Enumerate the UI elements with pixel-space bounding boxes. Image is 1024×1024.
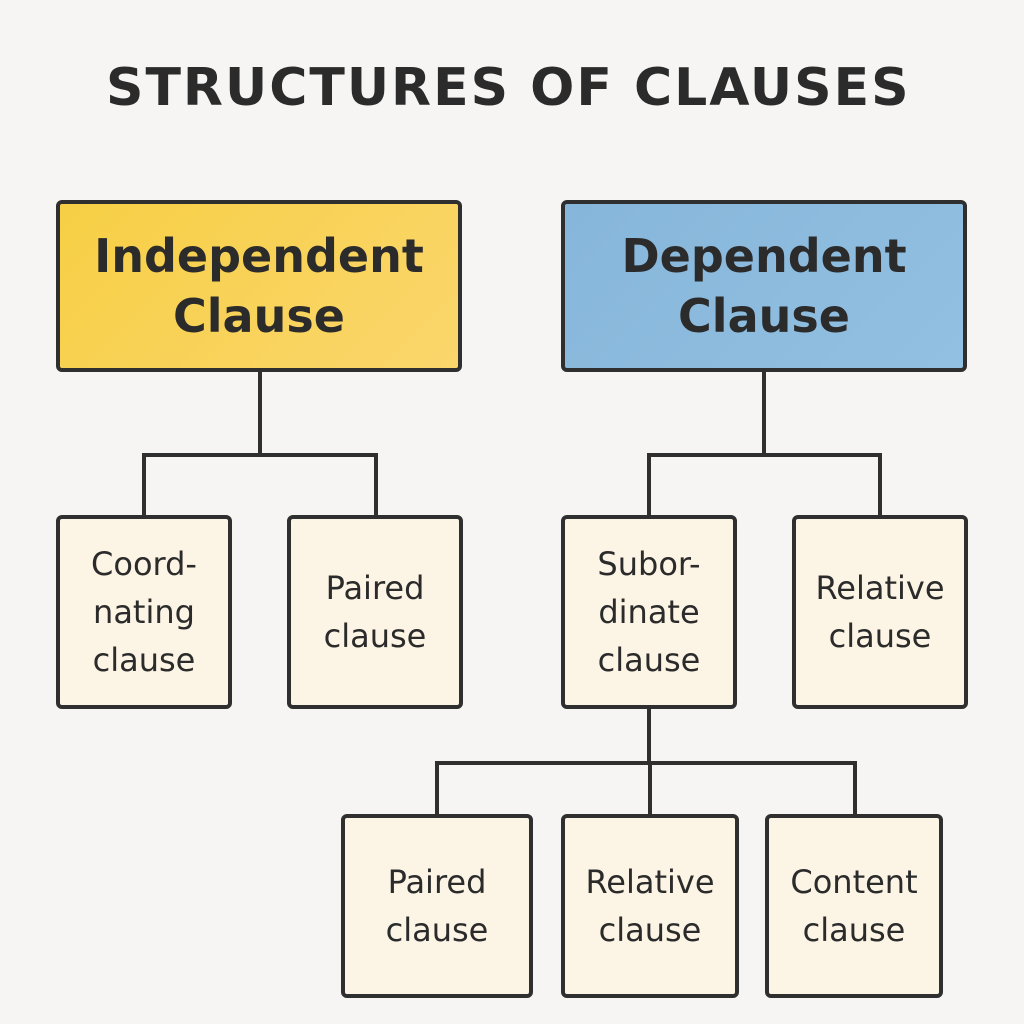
- sub-paired-clause-label: Paired clause: [385, 863, 489, 949]
- sub-relative-clause-label: Relative clause: [585, 863, 715, 949]
- coordinating-clause-label: Coord- nating clause: [91, 545, 197, 679]
- subordinate-clause-node: Subor- dinate clause: [561, 515, 737, 709]
- diagram-title: STRUCTURES OF CLAUSES: [106, 58, 911, 118]
- independent-clause-label: Independent Clause: [94, 229, 424, 343]
- relative-clause-label: Relative clause: [815, 569, 945, 655]
- independent-clause-node: Independent Clause: [56, 200, 462, 372]
- content-clause-label: Content clause: [790, 863, 918, 949]
- paired-clause-node: Paired clause: [287, 515, 463, 709]
- dependent-clause-node: Dependent Clause: [561, 200, 967, 372]
- edge-independent-children: [142, 370, 378, 517]
- edge-subordinate-children: [435, 707, 857, 816]
- content-clause-node: Content clause: [765, 814, 943, 998]
- edge-dependent-children: [647, 370, 882, 517]
- coordinating-clause-node: Coord- nating clause: [56, 515, 232, 709]
- sub-paired-clause-node: Paired clause: [341, 814, 533, 998]
- dependent-clause-label: Dependent Clause: [621, 229, 907, 343]
- relative-clause-node: Relative clause: [792, 515, 968, 709]
- sub-relative-clause-node: Relative clause: [561, 814, 739, 998]
- paired-clause-label: Paired clause: [323, 569, 427, 655]
- subordinate-clause-label: Subor- dinate clause: [597, 545, 701, 679]
